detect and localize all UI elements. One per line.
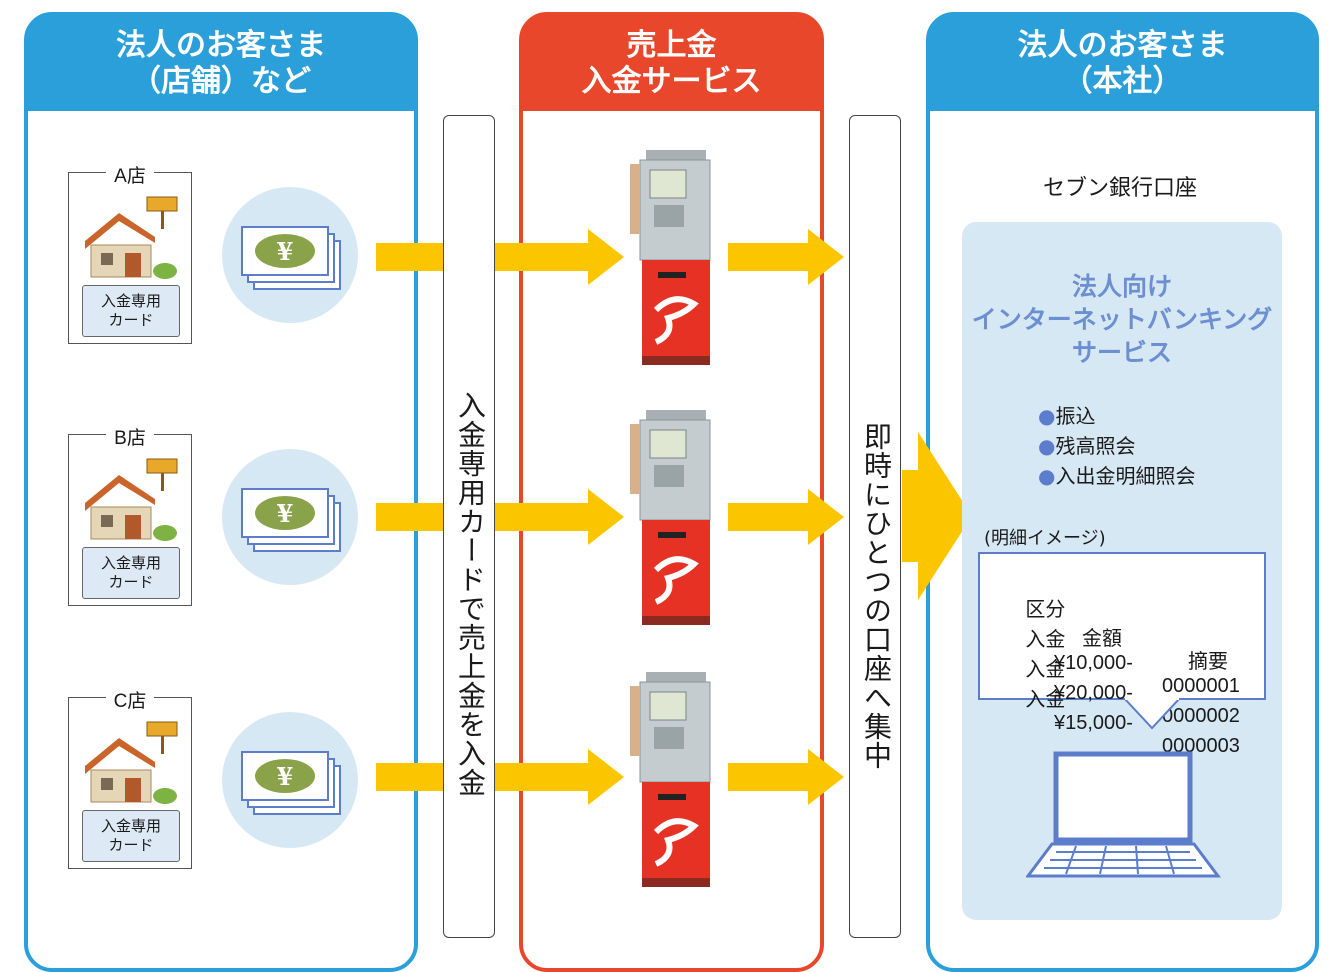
statement-header: 区分 金額 摘要	[992, 570, 1228, 691]
atm-icon	[630, 672, 711, 887]
hq-title-line1: 法人のお客さま	[1017, 27, 1228, 63]
cash-circle: ¥	[222, 187, 358, 323]
store-label: B店	[106, 428, 154, 449]
feature-label: 入出金明細照会	[1055, 464, 1196, 488]
cash-circle: ¥	[222, 449, 358, 585]
atm-icon	[630, 410, 711, 625]
card-line1: 入金専用	[100, 817, 161, 835]
laptop-icon	[1026, 751, 1221, 878]
banknote-stack-icon: ¥	[241, 488, 341, 552]
ib-title-line2: インターネットバンキング	[971, 305, 1273, 334]
card-line1: 入金専用	[100, 292, 161, 310]
statement-sample-label: (明細イメージ)	[984, 528, 1106, 549]
store-label: C店	[105, 691, 155, 712]
stores-title-line2: （店舗）など	[131, 63, 311, 99]
arrow-to-atm-icon	[494, 749, 624, 805]
arrow-to-concentration-icon	[728, 749, 844, 805]
headquarters-column-header: 法人のお客さま （本社）	[930, 16, 1315, 111]
flow-bar	[376, 763, 446, 791]
ib-title-line1: 法人向け	[1071, 272, 1172, 301]
header-memo: 摘要	[1188, 651, 1228, 673]
header-amount: 金額	[1082, 628, 1122, 650]
store-c: C店 入金専用 カード	[68, 691, 192, 869]
service-column-header: 売上金 入金サービス	[523, 16, 820, 111]
bank-account-label: セブン銀行口座	[1042, 176, 1197, 201]
atm-icon	[630, 150, 711, 365]
feature-item: ●残高照会	[1038, 434, 1136, 458]
service-title-line2: 入金サービス	[581, 63, 762, 99]
header-type: 区分	[1025, 599, 1066, 621]
card-line1: 入金専用	[100, 554, 161, 572]
deposit-card: 入金専用 カード	[82, 810, 180, 862]
ib-title-line3: サービス	[1071, 338, 1172, 367]
card-line2: カード	[108, 836, 154, 854]
store-house-icon	[85, 721, 178, 804]
feature-item: ●振込	[1038, 404, 1096, 428]
step2-text: 即時にひとつの口座へ集中	[861, 422, 892, 770]
yen-symbol: ¥	[277, 762, 294, 791]
feature-label: 振込	[1055, 404, 1096, 428]
deposit-card: 入金専用 カード	[82, 547, 180, 599]
arrow-to-concentration-icon	[728, 229, 844, 285]
store-a: A店 入金専用 カード	[68, 166, 192, 344]
deposit-card: 入金専用 カード	[82, 285, 180, 337]
step1-box: 入金専用カードで売上金を入金	[443, 115, 495, 938]
internet-banking-title: 法人向け インターネットバンキング サービス	[962, 270, 1282, 369]
stores-column-header: 法人のお客さま （店舗）など	[28, 16, 414, 111]
cash-circle: ¥	[222, 712, 358, 848]
statement-row: 入金 ¥20,000- 0000002	[1025, 659, 1240, 727]
banknote-stack-icon: ¥	[241, 751, 341, 815]
arrow-to-atm-icon	[494, 229, 624, 285]
feature-label: 残高照会	[1055, 434, 1136, 458]
card-line2: カード	[108, 573, 154, 591]
yen-symbol: ¥	[277, 237, 294, 266]
internet-banking-panel: 法人向け インターネットバンキング サービス ●振込 ●残高照会 ●入出金明細照…	[962, 222, 1282, 920]
store-house-icon	[85, 458, 178, 541]
store-label: A店	[106, 166, 154, 187]
store-b: B店 入金専用 カード	[68, 428, 192, 606]
statement-bubble: 区分 金額 摘要 入金 ¥10,000- 0000001 入金 ¥20,000-…	[978, 552, 1266, 757]
flow-bar	[376, 243, 446, 271]
card-line2: カード	[108, 311, 154, 329]
hq-title-line2: （本社）	[1062, 63, 1183, 99]
arrow-to-atm-icon	[494, 489, 624, 545]
step1-text: 入金専用カードで売上金を入金	[455, 391, 486, 797]
big-arrow-to-headquarters-icon	[902, 432, 972, 600]
banknote-stack-icon: ¥	[241, 226, 341, 290]
step2-box: 即時にひとつの口座へ集中	[849, 115, 901, 938]
bubble-tail-icon	[1122, 698, 1182, 730]
flow-bar	[376, 503, 446, 531]
store-house-icon	[85, 196, 178, 279]
stores-title-line1: 法人のお客さま	[116, 27, 326, 63]
statement-row: 入金 ¥10,000- 0000001	[1025, 629, 1240, 697]
arrow-to-concentration-icon	[728, 489, 844, 545]
yen-symbol: ¥	[277, 499, 294, 528]
feature-item: ●入出金明細照会	[1038, 464, 1196, 488]
service-title-line1: 売上金	[626, 27, 717, 63]
